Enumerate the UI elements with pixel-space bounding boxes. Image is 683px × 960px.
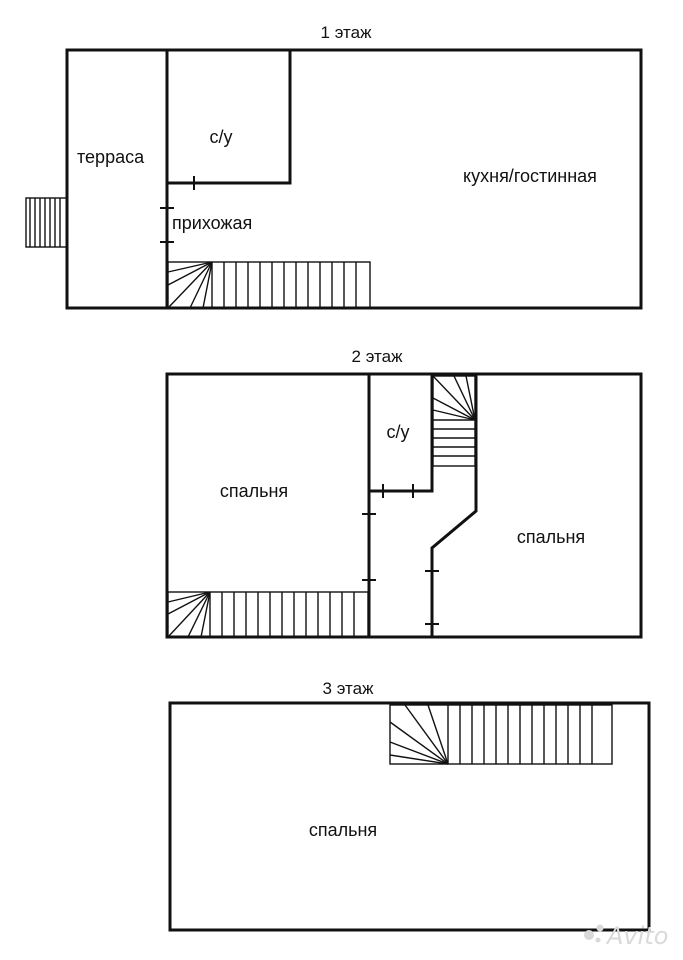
room-label-terrace: терраса (77, 147, 145, 167)
staircase-floor-2-upper (432, 375, 476, 467)
staircase-floor-3 (389, 704, 613, 765)
room-label-kitchen-living: кухня/гостинная (463, 166, 597, 186)
exterior-steps (25, 197, 68, 248)
floor-3: 3 этаж спальня (168, 679, 651, 932)
corridor-angled-wall (430, 372, 478, 639)
room-label-bedroom-3: спальня (309, 820, 377, 840)
floor-2: 2 этаж (165, 347, 643, 639)
avito-watermark: Avito (584, 922, 668, 950)
room-label-bathroom-2: с/у (386, 422, 409, 442)
floor-3-title: 3 этаж (323, 679, 375, 698)
room-label-bathroom-1: с/у (209, 127, 232, 147)
avito-logo-dot-medium (596, 924, 604, 932)
floor-3-outline (168, 701, 651, 932)
floor-1-title: 1 этаж (321, 23, 373, 42)
floor-2-title: 2 этаж (352, 347, 404, 366)
room-label-hallway: прихожая (172, 213, 252, 233)
floor-2-outline (165, 372, 643, 639)
avito-logo-dot-large (584, 930, 594, 940)
avito-watermark-text: Avito (605, 922, 668, 950)
staircase-floor-2-lower (167, 591, 369, 638)
staircase-floor-1 (167, 261, 371, 309)
avito-logo-dot-small (595, 937, 601, 943)
floor-1: 1 этаж (25, 23, 643, 310)
room-label-bedroom-right: спальня (517, 527, 585, 547)
room-label-bedroom-left: спальня (220, 481, 288, 501)
